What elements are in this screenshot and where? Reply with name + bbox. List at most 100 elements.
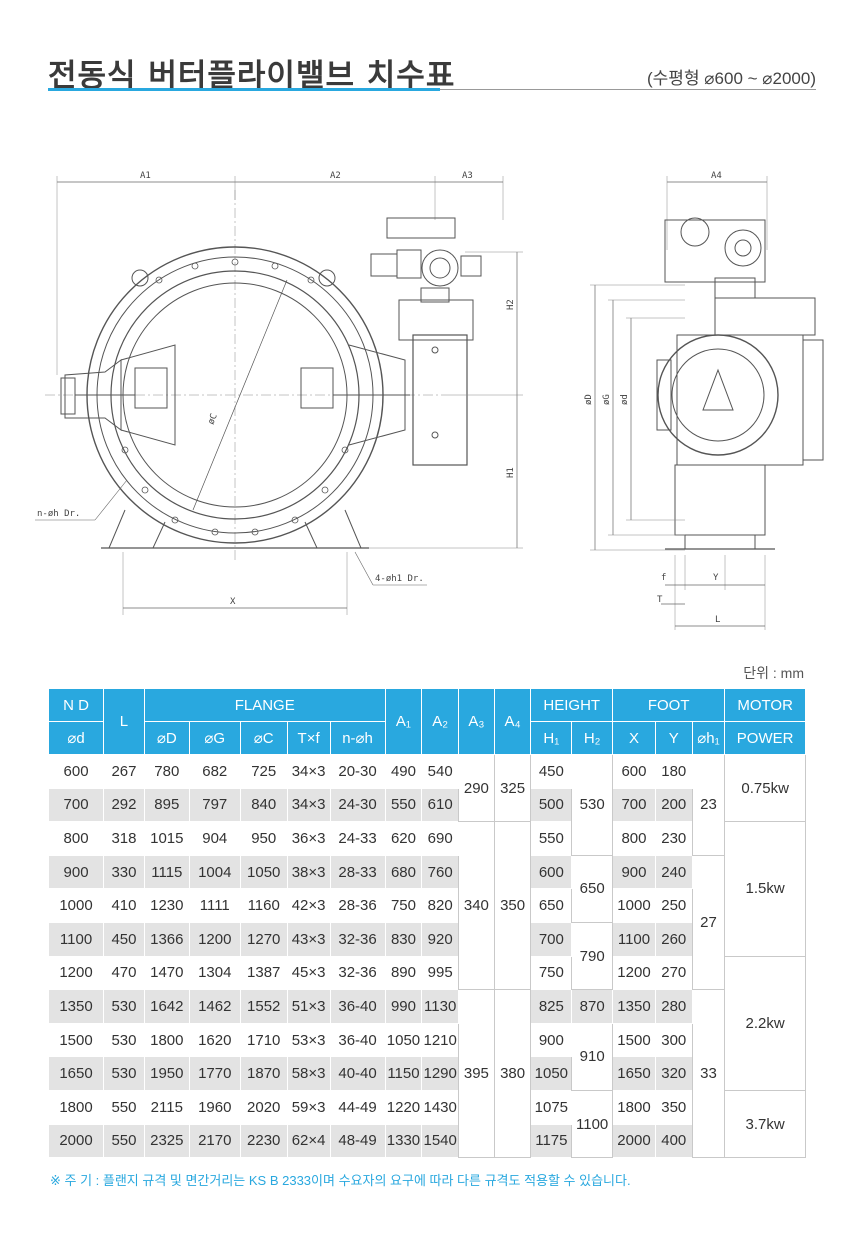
cell-d: 895	[143, 787, 190, 823]
valve-drawing: A1 A2 A3 øC	[35, 171, 824, 630]
dim-dia-c: øC	[207, 412, 220, 426]
cell-a3: 340	[458, 821, 495, 991]
cell-foot-h1: 33	[691, 989, 726, 1159]
cell-motor: 3.7kw	[724, 1089, 806, 1159]
cell-l: 318	[103, 821, 145, 856]
cell-motor: 0.75kw	[724, 753, 806, 823]
cell-g: 1200	[188, 921, 241, 957]
cell-c: 1552	[239, 989, 288, 1024]
page-subtitle: (수평형 ⌀600 ~ ⌀2000)	[647, 69, 816, 88]
cell-c: 1050	[239, 854, 288, 890]
col-height: HEIGHT	[530, 688, 614, 722]
cell-y: 250	[654, 888, 693, 923]
cell-c: 840	[239, 787, 288, 823]
cell-y: 260	[654, 921, 693, 957]
cell-a2: 1130	[421, 989, 460, 1024]
cell-nh: 32-36	[329, 955, 386, 991]
footnote: ※ 주 기 : 플랜지 규격 및 면간거리는 KS B 2333이며 수요자의 …	[50, 1173, 631, 1188]
cell-nd: 1350	[47, 989, 105, 1024]
dim-a3: A3	[462, 171, 473, 181]
cell-nh: 36-40	[329, 1022, 386, 1058]
cell-d: 2325	[143, 1123, 190, 1159]
cell-a2: 540	[421, 754, 460, 789]
col-a1: A₁	[384, 688, 423, 755]
cell-txf: 62×4	[286, 1123, 331, 1159]
cell-a4: 350	[493, 821, 532, 991]
cell-y: 300	[654, 1022, 693, 1058]
cell-nd: 1100	[47, 921, 105, 957]
col-a3: A₃	[458, 688, 495, 755]
dim-a1: A1	[140, 171, 151, 181]
cell-txf: 34×3	[286, 754, 331, 789]
cell-l: 550	[103, 1089, 145, 1125]
cell-g: 1462	[188, 989, 241, 1024]
table-row: 1650 530 1950 1770 1870 58×3 40-40 1150 …	[47, 1056, 806, 1091]
cell-a1: 990	[384, 989, 423, 1024]
cell-h1: 700	[530, 921, 573, 957]
cell-txf: 58×3	[286, 1056, 331, 1091]
cell-nh: 44-49	[329, 1089, 386, 1125]
cell-txf: 53×3	[286, 1022, 331, 1058]
cell-d: 780	[143, 754, 190, 789]
cell-foot-h1: 23	[691, 754, 726, 856]
cell-y: 270	[654, 955, 693, 991]
cell-d: 1015	[143, 821, 190, 856]
cell-a2: 995	[421, 955, 460, 991]
cell-nh: 20-30	[329, 754, 386, 789]
cell-a1: 1150	[384, 1056, 423, 1091]
cell-nd: 800	[47, 821, 105, 856]
cell-l: 267	[103, 754, 145, 789]
cell-y: 280	[654, 989, 693, 1024]
cell-c: 725	[239, 754, 288, 789]
cell-y: 180	[654, 754, 693, 789]
cell-g: 1960	[188, 1089, 241, 1125]
cell-nd: 1800	[47, 1089, 105, 1125]
cell-g: 904	[188, 821, 241, 856]
callout-foot-holes: 4-øh1 Dr.	[375, 574, 424, 584]
cell-c: 2230	[239, 1123, 288, 1159]
cell-txf: 34×3	[286, 787, 331, 823]
cell-txf: 38×3	[286, 854, 331, 890]
table-row: 2000 550 2325 2170 2230 62×4 48-49 1330 …	[47, 1123, 806, 1159]
cell-a1: 550	[384, 787, 423, 823]
cell-d: 1800	[143, 1022, 190, 1058]
cell-nh: 24-30	[329, 787, 386, 823]
cell-a3: 290	[458, 753, 495, 823]
cell-a2: 610	[421, 787, 460, 823]
cell-x: 700	[612, 787, 656, 823]
cell-g: 1004	[188, 854, 241, 890]
cell-h1: 900	[530, 1022, 573, 1058]
col-txf: T×f	[286, 721, 331, 755]
cell-nh: 48-49	[329, 1123, 386, 1159]
cell-d: 1366	[143, 921, 190, 957]
cell-a1: 680	[384, 854, 423, 890]
table-row: 800 318 1015 904 950 36×3 24-33 620 690 …	[47, 821, 806, 991]
cell-h1: 825	[530, 989, 573, 1024]
cell-nd: 1500	[47, 1022, 105, 1058]
cell-nd: 1000	[47, 888, 105, 923]
cell-l: 450	[103, 921, 145, 957]
cell-motor: 2.2kw	[724, 955, 806, 1091]
cell-l: 530	[103, 1056, 145, 1091]
table-row: 1100 450 1366 1200 1270 43×3 32-36 830 9…	[47, 921, 806, 991]
cell-h1: 1075	[530, 1089, 573, 1125]
col-y: Y	[654, 721, 693, 755]
dimension-table: N D L FLANGE A₁ A₂ A₃ A₄ HEIGHT FOOT MOT…	[47, 688, 806, 1159]
cell-g: 1111	[188, 888, 241, 923]
cell-txf: 42×3	[286, 888, 331, 923]
cell-a1: 1330	[384, 1123, 423, 1159]
cell-x: 600	[612, 754, 656, 789]
title-underline	[48, 88, 440, 91]
cell-a2: 1210	[421, 1022, 460, 1058]
cell-d: 1950	[143, 1056, 190, 1091]
col-l: L	[103, 688, 145, 755]
dim-dia-d-inner: ød	[620, 394, 630, 405]
col-motor: MOTOR	[724, 688, 806, 722]
title-rule	[440, 89, 816, 90]
callout-bolt-holes: n-øh Dr.	[37, 509, 80, 519]
cell-a1: 490	[384, 754, 423, 789]
cell-y: 400	[654, 1123, 693, 1159]
cell-a2: 760	[421, 854, 460, 890]
cell-l: 550	[103, 1123, 145, 1159]
cell-h2: 910	[571, 1022, 614, 1091]
